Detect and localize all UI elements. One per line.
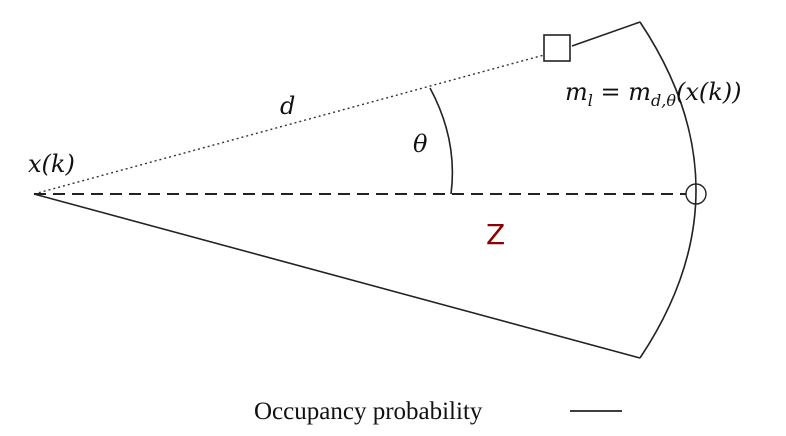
beam-outer-arc bbox=[639, 21, 697, 359]
cell-eq-rhs-m: m bbox=[628, 78, 651, 106]
cell-eq-rhs-subscript: d,θ bbox=[651, 91, 676, 110]
legend-label: Occupancy probability bbox=[254, 398, 483, 425]
cell-equation-label: ml = md,θ(x(k)) bbox=[565, 78, 742, 110]
cell-eq-m: m bbox=[565, 78, 588, 106]
angle-label: θ bbox=[413, 130, 428, 158]
angle-arc bbox=[429, 87, 454, 195]
beam-upper-edge bbox=[571, 21, 641, 47]
range-circle-marker bbox=[685, 183, 707, 205]
cell-eq-m-subscript: l bbox=[588, 91, 593, 110]
cell-eq-equals: = bbox=[593, 78, 628, 106]
ray-to-cell bbox=[33, 54, 545, 195]
distance-label: d bbox=[280, 92, 295, 120]
origin-label: x(k) bbox=[28, 150, 75, 178]
beam-lower-edge bbox=[33, 193, 641, 359]
range-label: Z bbox=[486, 218, 505, 251]
cell-square-marker bbox=[543, 34, 571, 62]
cell-eq-rhs-args: (x(k)) bbox=[676, 78, 742, 106]
